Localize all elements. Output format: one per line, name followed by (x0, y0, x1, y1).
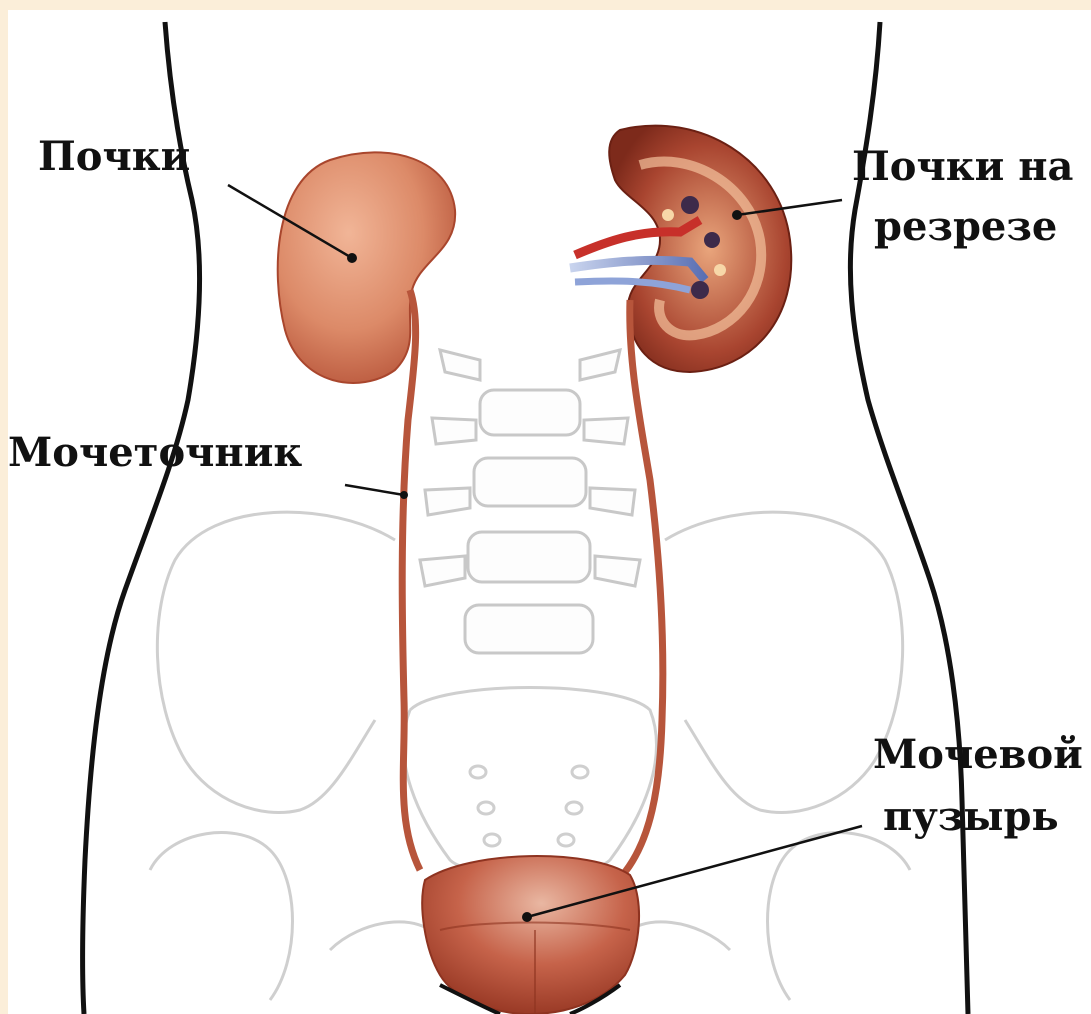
leader-dot-ureter (400, 491, 408, 499)
label-bladder-line1: Мочевой (873, 730, 1083, 780)
label-kidneys: Почки (38, 132, 190, 182)
label-bladder-line2: пузырь (883, 792, 1059, 842)
label-ureter: Мочеточник (8, 428, 302, 478)
label-kidney-section-line2: резрезе (874, 202, 1057, 252)
leader-dot-kidneys (347, 253, 357, 263)
label-kidney-section-line1: Почки на (852, 142, 1073, 192)
leader-dot-kidney-section (732, 210, 742, 220)
leader-dot-bladder (522, 912, 532, 922)
